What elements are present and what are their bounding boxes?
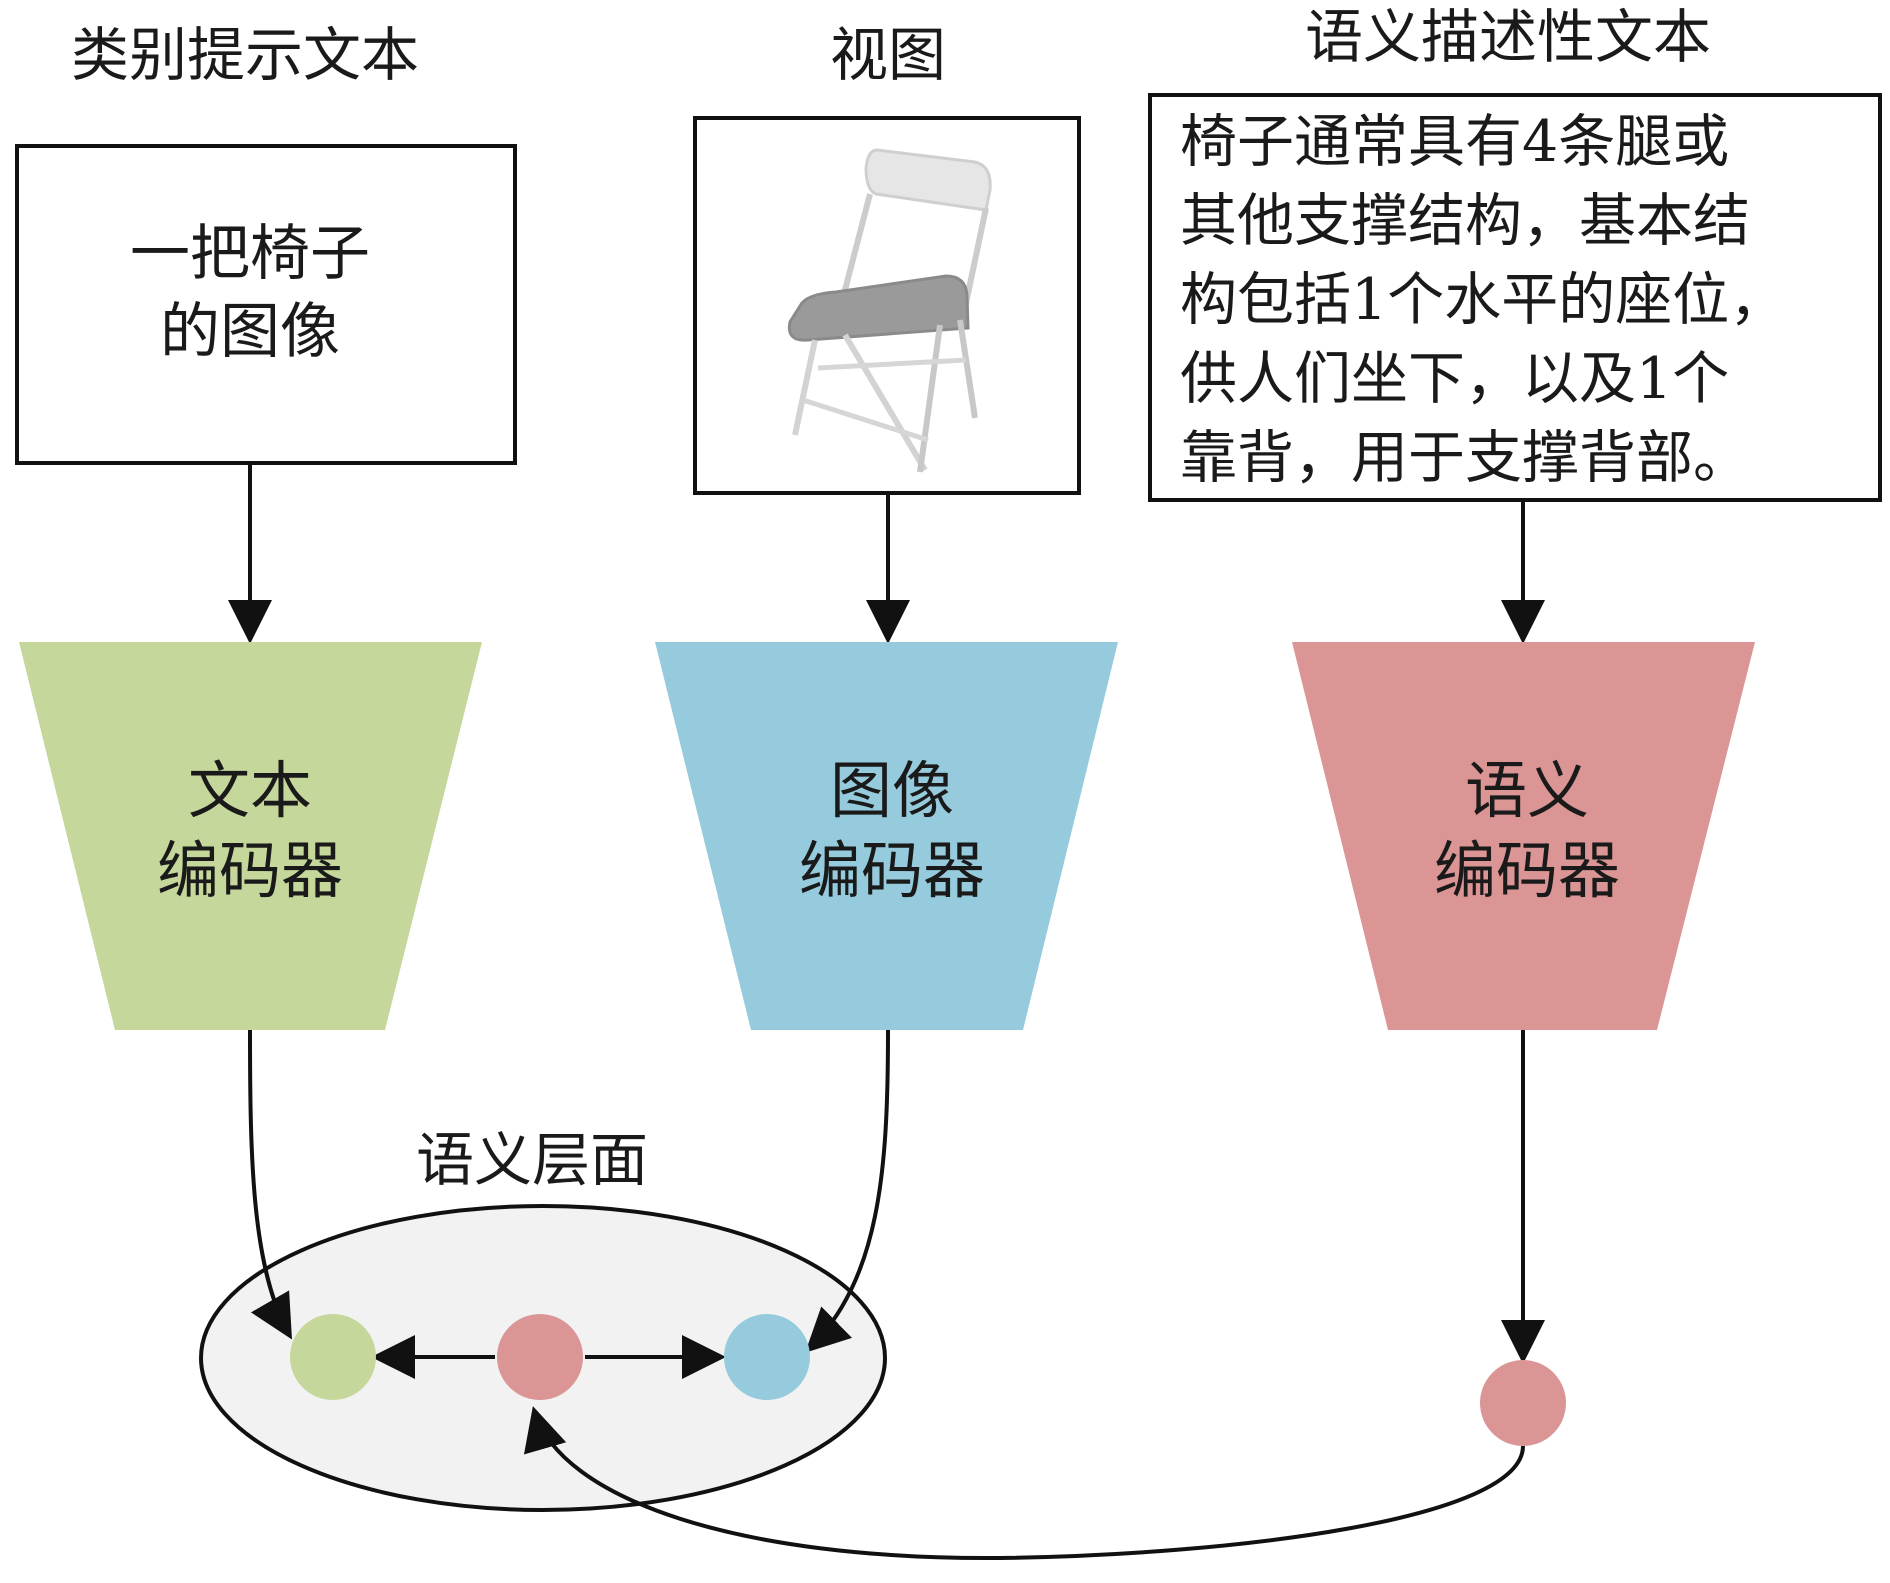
heading-semantic-text: 语义描述性文本: [1305, 3, 1711, 71]
semantic-encoder-shape: [1292, 642, 1755, 1030]
arrow-text-encoder-to-plane: [248, 1029, 292, 1340]
heading-category-prompt: 类别提示文本: [71, 21, 419, 89]
text-encoder-label-1: 文本: [188, 754, 312, 827]
semantic-description-line-1: 椅子通常具有4条腿或: [1180, 109, 1729, 175]
semantic-description-line-2: 其他支撑结构，基本结: [1180, 188, 1750, 254]
folding-chair-icon: [787, 148, 992, 473]
semantic-plane-label: 语义层面: [416, 1126, 648, 1194]
arrow-image-encoder-to-plane: [805, 1029, 890, 1353]
semantic-description-line-3: 构包括1个水平的座位，: [1180, 267, 1786, 333]
text-encoder-shape: [19, 642, 482, 1030]
arrow-semantic-node-to-plane: [524, 1406, 1525, 1561]
semantic-encoder-label-2: 编码器: [1434, 834, 1620, 907]
text-encoder-label-2: 编码器: [157, 834, 343, 907]
semantic-description-box: [1148, 93, 1882, 502]
semantic-description-line-5: 靠背，用于支撑背部。: [1180, 425, 1750, 491]
category-prompt-line-1: 一把椅子: [130, 219, 370, 289]
image-encoder-shape: [655, 642, 1118, 1030]
category-prompt-box: [15, 144, 517, 465]
image-encoder-label-2: 编码器: [799, 834, 985, 907]
semantic-embedding-node-in-plane: [497, 1314, 583, 1400]
heading-view: 视图: [830, 21, 946, 89]
image-embedding-node: [724, 1314, 810, 1400]
semantic-encoder-label-1: 语义: [1465, 754, 1589, 827]
semantic-embedding-node: [1480, 1360, 1566, 1446]
semantic-description-line-4: 供人们坐下，以及1个: [1180, 346, 1729, 412]
text-embedding-node: [290, 1314, 376, 1400]
category-prompt-line-2: 的图像: [160, 297, 340, 367]
image-encoder-label-1: 图像: [830, 754, 954, 827]
